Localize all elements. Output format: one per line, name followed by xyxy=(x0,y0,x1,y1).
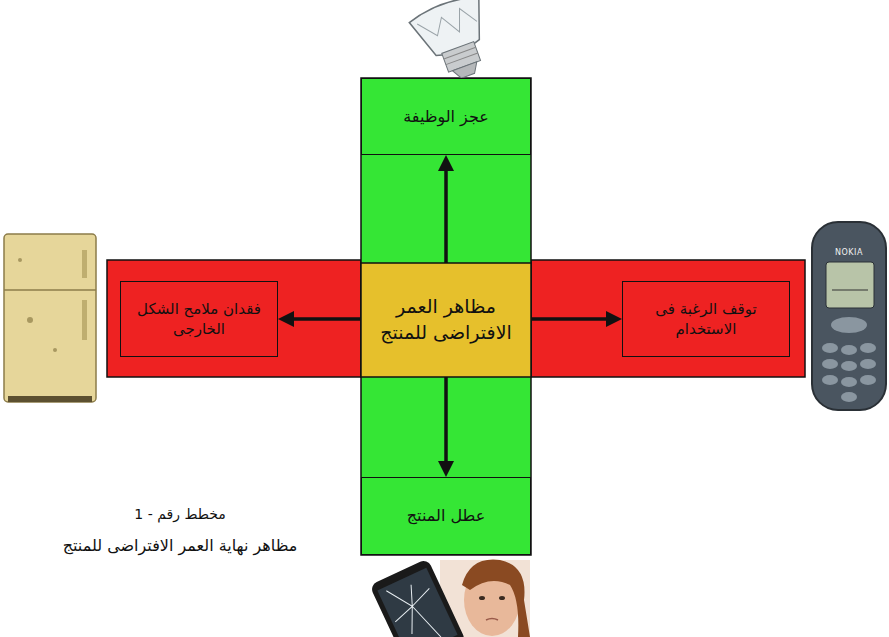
arrow-line xyxy=(531,317,610,321)
node-text: فقدان ملامح الشكل الخارجى xyxy=(129,299,269,340)
fridge-illustration xyxy=(4,234,96,402)
arrow-head xyxy=(606,311,622,327)
phone-illustration xyxy=(812,222,886,410)
figure-caption: مظاهر نهاية العمر الافتراضى للمنتج xyxy=(10,536,350,555)
red-band xyxy=(107,260,361,377)
arrow-head xyxy=(438,461,454,477)
failure-box: عطل المنتج xyxy=(361,477,531,555)
bulb-illustration xyxy=(407,0,503,88)
arrow-line xyxy=(290,317,361,321)
node-text: مظاهر العمر الافتراضى للمنتج xyxy=(369,294,523,345)
brand-label: NOKIA xyxy=(822,248,876,257)
yellow-center xyxy=(361,263,531,377)
function-box: عجز الوظيفة xyxy=(361,78,531,155)
figure-number: مخطط رقم - 1 xyxy=(20,506,340,522)
node-text: عطل المنتج xyxy=(407,505,485,527)
usage-box: توقف الرغبة فى الاستخدام xyxy=(622,281,790,357)
center-box: مظاهر العمر الافتراضى للمنتج xyxy=(361,263,531,377)
node-text: توقف الرغبة فى الاستخدام xyxy=(631,299,781,340)
arrow-connector xyxy=(438,377,454,477)
green-band xyxy=(361,78,531,555)
node-text: عجز الوظيفة xyxy=(403,106,489,128)
arrow-line xyxy=(444,167,448,263)
red-band xyxy=(531,260,805,377)
arrow-connector xyxy=(278,311,361,327)
arrow-connector xyxy=(531,311,622,327)
arrow-line xyxy=(444,377,448,465)
arrow-head xyxy=(438,155,454,171)
appearance-box: فقدان ملامح الشكل الخارجى xyxy=(120,281,278,357)
arrow-connector xyxy=(438,155,454,263)
cracked-phone-illustration xyxy=(369,558,530,637)
arrow-head xyxy=(278,311,294,327)
